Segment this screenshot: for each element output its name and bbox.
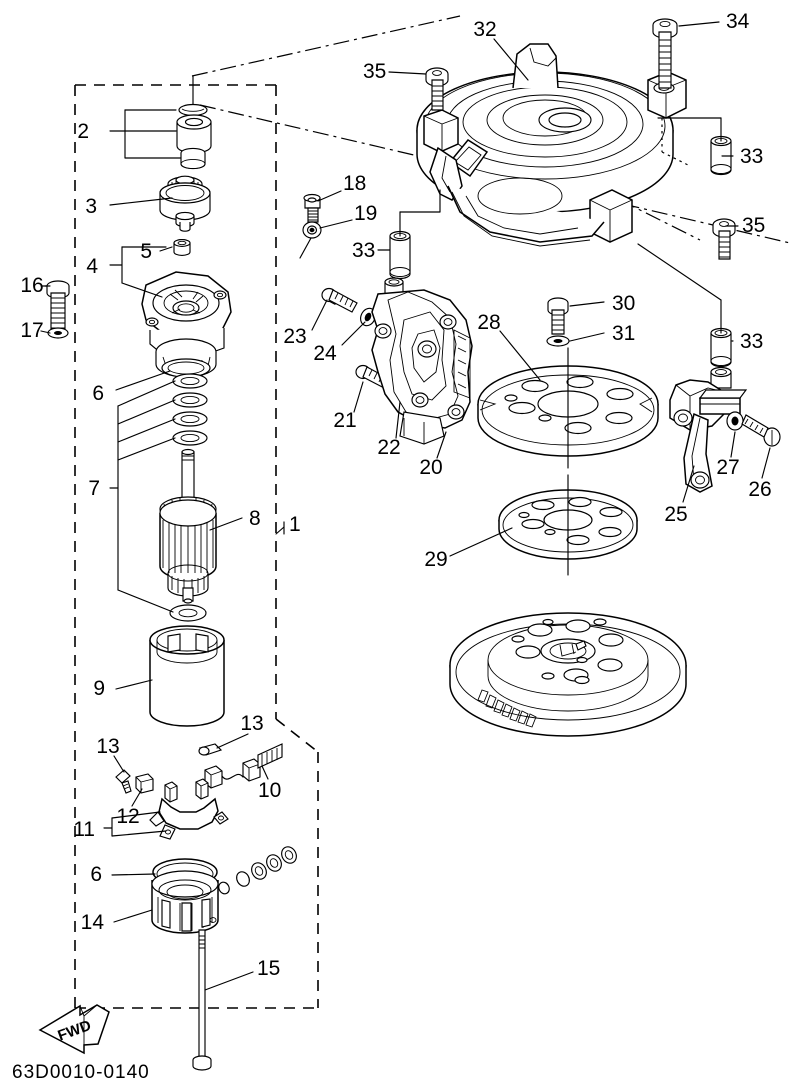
part-33-collar-upper: [710, 135, 732, 176]
part-18-bolt: [303, 193, 321, 223]
callout-34: 34: [726, 10, 750, 33]
callout-33a: 33: [740, 145, 763, 168]
callout-9: 9: [93, 677, 105, 700]
callout-1: 1: [289, 513, 301, 536]
callout-20: 20: [419, 456, 442, 479]
callout-13a: 13: [96, 735, 119, 758]
callout-32: 32: [473, 18, 496, 41]
callout-23: 23: [283, 325, 306, 348]
callout-4: 4: [86, 255, 98, 278]
drawing-number: 63D0010-0140: [12, 1062, 150, 1083]
part-10-brush-set: [204, 743, 283, 789]
part-33-collar-middle: [389, 211, 411, 280]
part-35-bolt-right: [712, 218, 736, 260]
callout-15: 15: [257, 957, 280, 980]
part-25-starter-lever-bracket: [669, 366, 748, 493]
part-5-nut: [173, 239, 191, 256]
callout-6a: 6: [92, 382, 104, 405]
part-33-collar-lower: [710, 327, 732, 368]
callout-13b: 13: [240, 712, 263, 735]
part-35-bolt-left: [425, 67, 449, 111]
fwd-arrow: [38, 1004, 110, 1055]
callout-17: 17: [20, 319, 43, 342]
callout-28: 28: [477, 311, 500, 334]
part-34-bolt: [652, 18, 678, 89]
part-14-rear-cover: [151, 870, 219, 934]
leader-lines: [40, 21, 771, 991]
callout-6b: 6: [90, 863, 102, 886]
part-19-washer: [302, 221, 322, 239]
armature-laminations: [162, 520, 214, 580]
part-26-bolt: [741, 414, 781, 447]
callout-33b: 33: [352, 239, 375, 262]
part-13-screw-right: [198, 743, 223, 756]
part-30-bolt: [547, 297, 569, 335]
washer-nut-stack: [218, 846, 297, 895]
part-28-drive-plate: [477, 347, 659, 469]
part-7-washer-set: [172, 373, 208, 446]
callout-25: 25: [664, 503, 687, 526]
callout-19: 19: [354, 202, 377, 225]
callout-31: 31: [612, 322, 635, 345]
part-3-pinion-gear: [159, 175, 211, 232]
callout-10: 10: [258, 779, 281, 802]
callout-5: 5: [140, 240, 152, 263]
callout-24: 24: [313, 342, 337, 365]
callout-7: 7: [88, 477, 100, 500]
part-32-recoil-starter: [416, 43, 691, 247]
part-11-brush-holder: [149, 778, 229, 840]
callout-2: 2: [77, 120, 89, 143]
spring-coils: [180, 147, 206, 170]
starter-motor-group-boundary: [74, 84, 319, 1009]
part-4-drive-end-bracket: [141, 271, 232, 378]
callout-3: 3: [85, 195, 97, 218]
callout-26: 26: [748, 478, 771, 501]
part-17-washer: [47, 327, 69, 339]
part-27-washer: [726, 411, 744, 431]
part-20-starter-bracket: [371, 277, 473, 445]
part-9-yoke: [149, 625, 225, 727]
callout-numbers: 1 2 3 4 5 6 7 8 9 10 11 12 13 13 6 14 15…: [20, 10, 771, 980]
callout-11: 11: [73, 818, 95, 841]
callout-16: 16: [20, 274, 43, 297]
callout-22: 22: [377, 436, 400, 459]
part-13-screw-left: [115, 769, 132, 794]
callout-8: 8: [249, 507, 261, 530]
part-29-drive-plate-lower: [498, 474, 638, 576]
callout-12: 12: [116, 805, 139, 828]
callout-30: 30: [612, 292, 635, 315]
callout-18: 18: [343, 172, 366, 195]
part-31-washer: [546, 335, 570, 347]
ring-gear-teeth: [477, 689, 537, 728]
flywheel-magneto: [449, 612, 687, 737]
part-23-bolt: [321, 287, 358, 313]
callout-33c: 33: [740, 330, 763, 353]
callout-29: 29: [424, 548, 447, 571]
callout-27: 27: [716, 456, 739, 479]
part-7-washer-lower: [169, 604, 207, 622]
part-12-brush: [135, 773, 154, 794]
brush-spring: [257, 743, 283, 769]
callout-35b: 35: [742, 214, 765, 237]
part-15-through-bolt: [192, 929, 212, 1071]
part-8-armature: [159, 448, 217, 604]
callout-21: 21: [333, 409, 356, 432]
callout-14: 14: [81, 911, 105, 934]
callout-35a: 35: [363, 60, 386, 83]
